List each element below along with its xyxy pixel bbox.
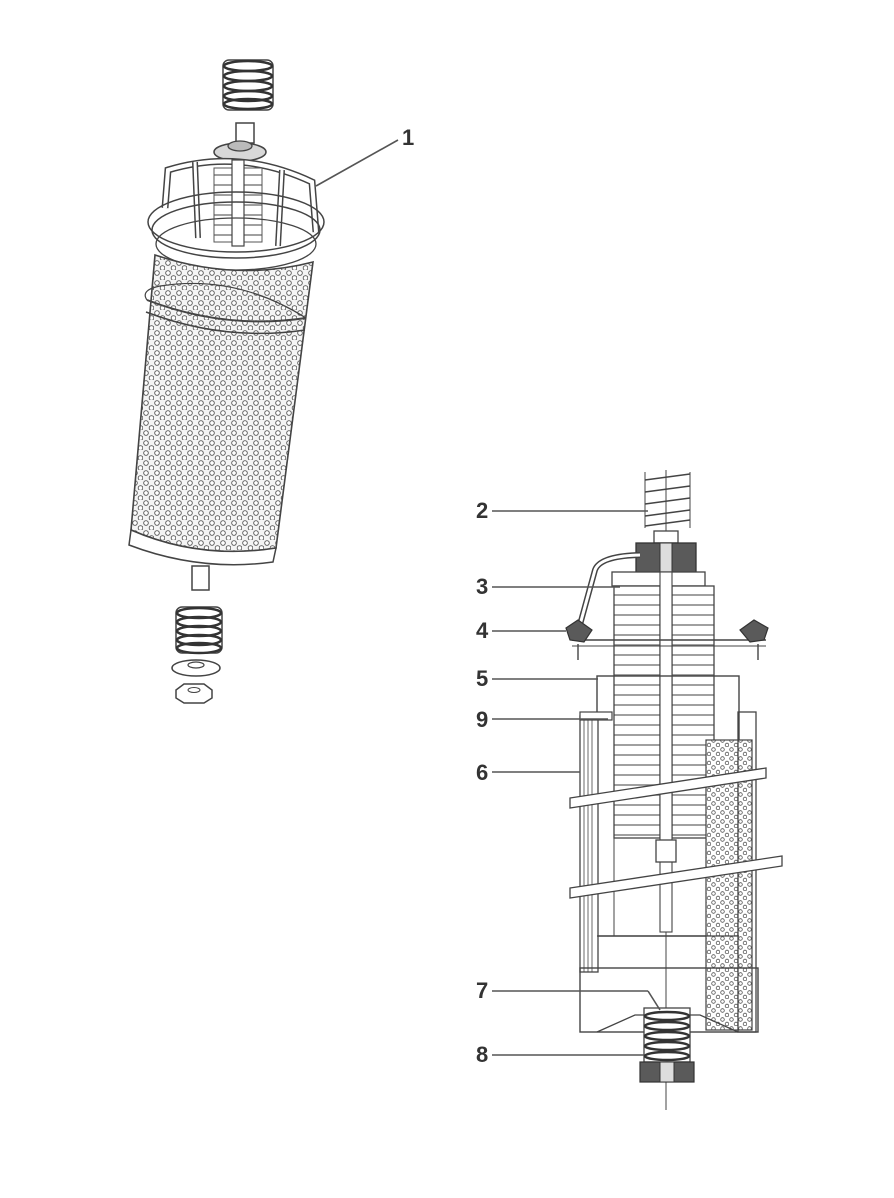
bottom-spring xyxy=(175,606,223,655)
top-stem xyxy=(235,122,255,144)
section-top-spring xyxy=(644,472,691,528)
perforated-basket xyxy=(128,253,314,566)
bottom-stem xyxy=(191,565,210,591)
section-break-lines xyxy=(569,767,783,899)
section-right-perforation xyxy=(705,739,753,1031)
top-spring xyxy=(222,59,274,111)
washer xyxy=(171,659,221,677)
leader-lines xyxy=(315,139,661,1056)
section-inner-bolt xyxy=(655,839,677,863)
nut xyxy=(175,683,213,704)
sectional-view xyxy=(565,470,783,1110)
filter-cage-top xyxy=(161,140,320,247)
section-rim-bar xyxy=(565,619,769,660)
callout-1: 1 xyxy=(402,125,414,150)
callout-3: 3 xyxy=(476,574,488,599)
section-bottom-nut xyxy=(639,1061,695,1083)
callout-labels: 1 2 3 4 5 9 6 7 8 xyxy=(402,125,489,1067)
callout-4: 4 xyxy=(476,618,489,643)
exploded-view xyxy=(128,59,325,704)
callout-8: 8 xyxy=(476,1042,488,1067)
section-top-plate xyxy=(611,571,706,587)
callout-5: 5 xyxy=(476,666,488,691)
callout-6: 6 xyxy=(476,760,488,785)
section-top-nut xyxy=(635,530,697,574)
section-bottom-spring xyxy=(643,1007,691,1063)
section-left-wall xyxy=(579,711,613,973)
callout-7: 7 xyxy=(476,978,488,1003)
callout-9: 9 xyxy=(476,707,488,732)
callout-2: 2 xyxy=(476,498,488,523)
